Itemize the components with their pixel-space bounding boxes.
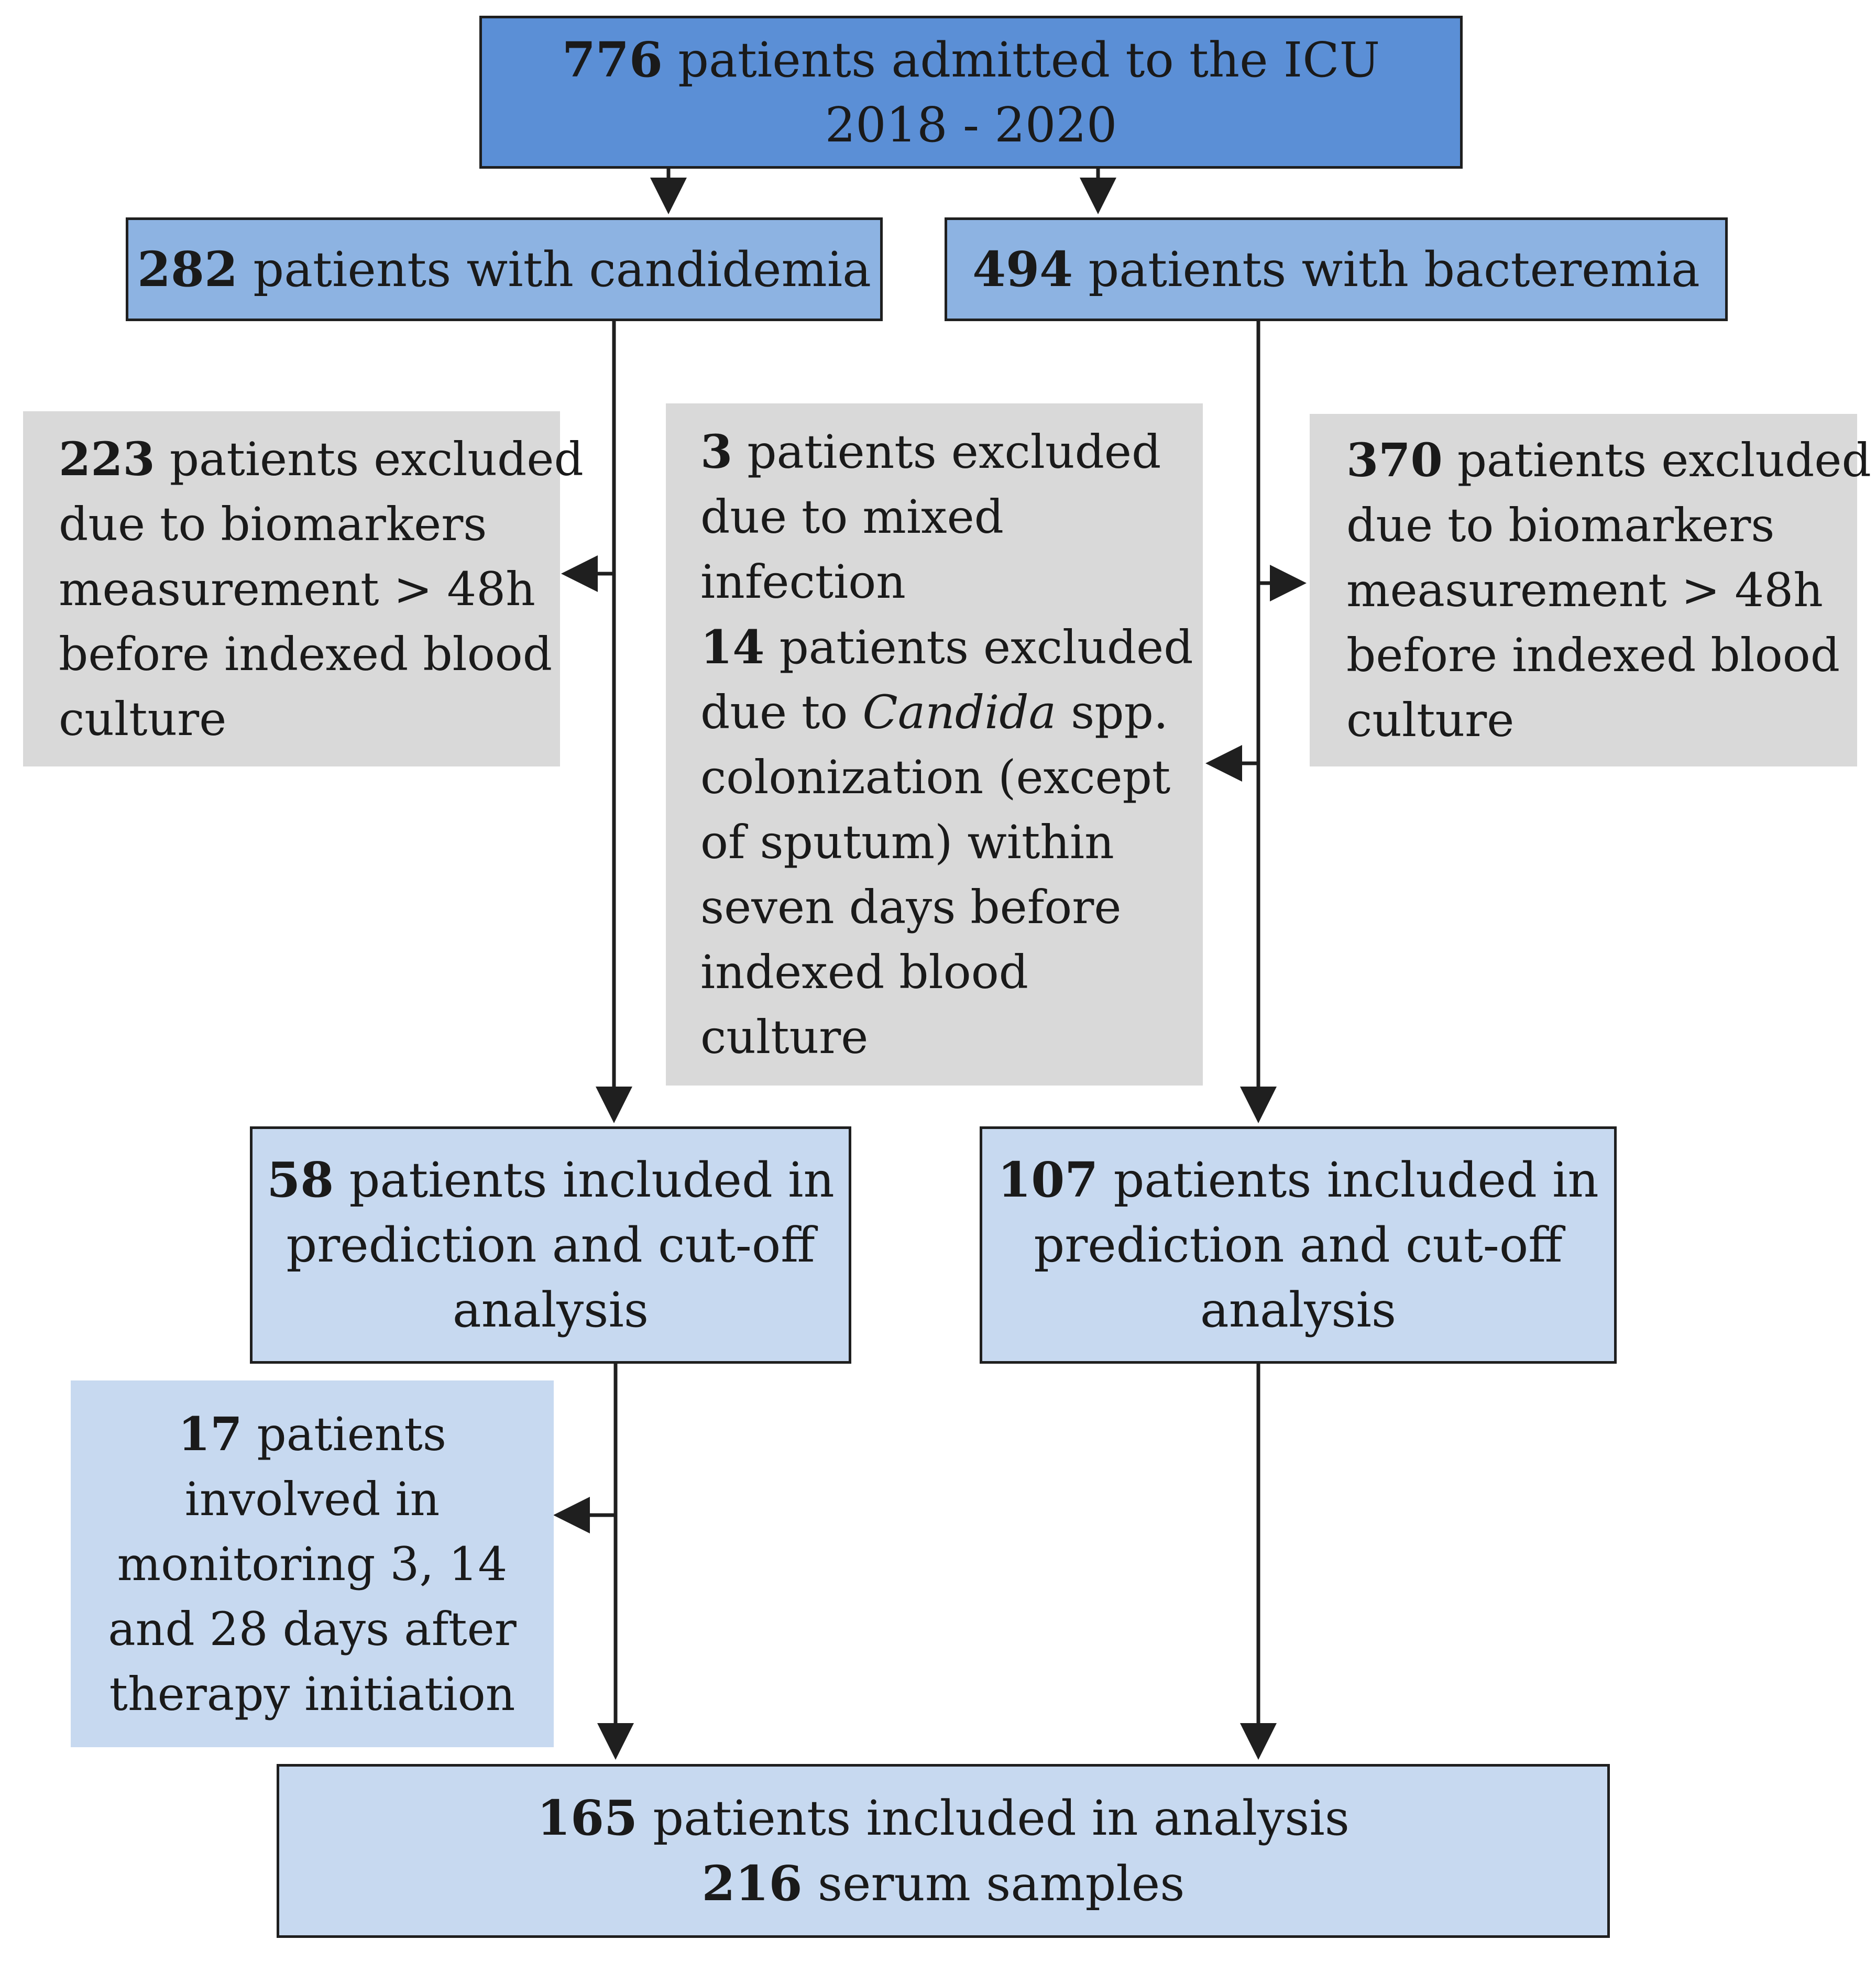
box-included-right: 107 patients included in prediction and …	[980, 1126, 1617, 1364]
excluded-middle-a-line-1: patients excluded	[747, 425, 1161, 479]
excluded-right-line-1: patients excluded	[1457, 433, 1871, 487]
excluded-middle-b-line-2-pre: due to	[700, 685, 848, 739]
excluded-left-line-2: due to biomarkers	[59, 497, 487, 551]
excluded-middle-b-line-6: indexed blood	[700, 945, 1029, 999]
excluded-middle-a-line-2: due to mixed	[700, 490, 1004, 544]
candidemia-text: patients with candidemia	[253, 241, 871, 298]
excluded-left-line-5: culture	[59, 692, 227, 746]
excluded-middle-b-line-2-italic: Candida	[862, 685, 1057, 739]
excluded-left-line-3: measurement > 48h	[59, 562, 535, 616]
excluded-middle-b-line-7: culture	[700, 1010, 869, 1064]
candidemia-count: 282	[137, 240, 238, 298]
included-left-line-2: prediction and cut-off	[286, 1217, 815, 1273]
box-final: 165 patients included in analysis 216 se…	[277, 1764, 1610, 1938]
final-patients-text: patients included in analysis	[653, 1790, 1350, 1846]
included-left-count: 58	[267, 1152, 334, 1208]
excluded-middle-count-a: 3	[700, 424, 733, 479]
excluded-right-line-2: due to biomarkers	[1346, 498, 1775, 552]
monitoring-line-2: involved in	[184, 1472, 440, 1526]
monitoring-count: 17	[178, 1406, 243, 1461]
bacteremia-text: patients with bacteremia	[1088, 241, 1700, 298]
admitted-text: patients admitted to the ICU	[678, 31, 1380, 88]
included-left-line-3: analysis	[452, 1282, 649, 1338]
box-admitted: 776 patients admitted to the ICU 2018 - …	[479, 16, 1463, 169]
included-right-line-1: patients included in	[1113, 1152, 1599, 1208]
included-right-line-2: prediction and cut-off	[1034, 1217, 1563, 1273]
excluded-left-line-1: patients excluded	[169, 432, 584, 486]
excluded-middle-b-line-4: of sputum) within	[700, 815, 1114, 869]
final-samples-text: serum samples	[817, 1856, 1185, 1912]
box-candidemia: 282 patients with candidemia	[126, 217, 883, 321]
box-monitoring: 17 patients involved in monitoring 3, 14…	[71, 1380, 554, 1747]
monitoring-line-5: therapy initiation	[109, 1667, 515, 1721]
final-patients-count: 165	[536, 1790, 638, 1846]
included-left-line-1: patients included in	[349, 1152, 835, 1208]
excluded-middle-b-line-1: patients excluded	[779, 620, 1193, 674]
excluded-middle-b-line-2-post: spp.	[1071, 685, 1168, 739]
excluded-left-line-4: before indexed blood	[59, 627, 553, 681]
excluded-left-count: 223	[59, 431, 155, 486]
monitoring-line-4: and 28 days after	[108, 1602, 517, 1656]
excluded-middle-a-line-3: infection	[700, 555, 906, 609]
box-excluded-right: 370 patients excluded due to biomarkers …	[1310, 414, 1871, 766]
excluded-middle-b-line-5: seven days before	[700, 880, 1122, 934]
excluded-middle-count-b: 14	[700, 620, 765, 674]
final-samples-count: 216	[701, 1855, 803, 1912]
excluded-right-count: 370	[1346, 433, 1443, 487]
included-right-count: 107	[997, 1152, 1099, 1208]
excluded-right-line-4: before indexed blood	[1346, 628, 1840, 682]
monitoring-line-3: monitoring 3, 14	[117, 1537, 508, 1591]
included-right-line-3: analysis	[1200, 1282, 1397, 1338]
excluded-middle-b-line-3: colonization (except	[700, 750, 1171, 804]
box-excluded-left: 223 patients excluded due to biomarkers …	[23, 411, 584, 766]
box-excluded-middle: 3 patients excluded due to mixed infecti…	[666, 403, 1203, 1086]
monitoring-line-1: patients	[257, 1407, 447, 1461]
box-bacteremia: 494 patients with bacteremia	[945, 217, 1728, 321]
box-included-left: 58 patients included in prediction and c…	[250, 1126, 851, 1364]
bacteremia-count: 494	[972, 240, 1073, 298]
excluded-right-line-3: measurement > 48h	[1346, 563, 1823, 617]
admitted-count: 776	[562, 31, 663, 88]
admitted-years: 2018 - 2020	[825, 96, 1117, 153]
excluded-right-line-5: culture	[1346, 693, 1515, 747]
